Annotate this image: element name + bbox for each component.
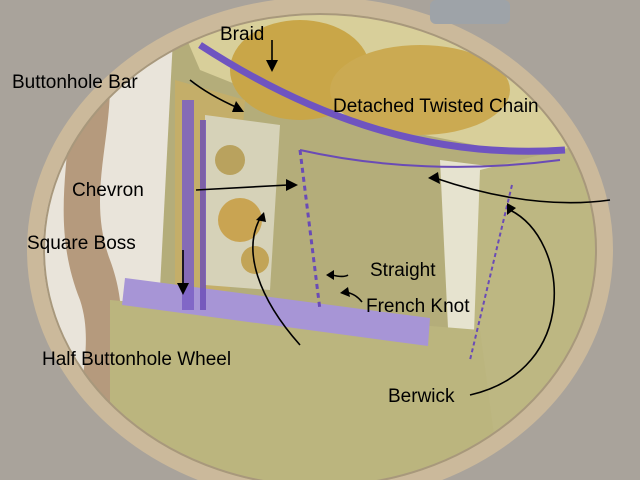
label-half-buttonhole-wheel: Half Buttonhole Wheel [42, 349, 232, 370]
label-detached-twisted-chain: Detached Twisted Chain [333, 96, 539, 117]
embroidery-hoop [27, 0, 613, 480]
label-square-boss: Square Boss [27, 233, 136, 254]
label-berwick: Berwick [388, 386, 455, 407]
label-braid: Braid [220, 24, 265, 45]
label-french-knot: French Knot [366, 296, 470, 317]
label-chevron: Chevron [72, 180, 144, 201]
label-straight: Straight [370, 260, 436, 281]
annotation-arrowheads [177, 60, 516, 297]
label-buttonhole-bar: Buttonhole Bar [12, 72, 138, 93]
annotation-arrows [182, 40, 611, 396]
hoop-screw [430, 0, 510, 24]
